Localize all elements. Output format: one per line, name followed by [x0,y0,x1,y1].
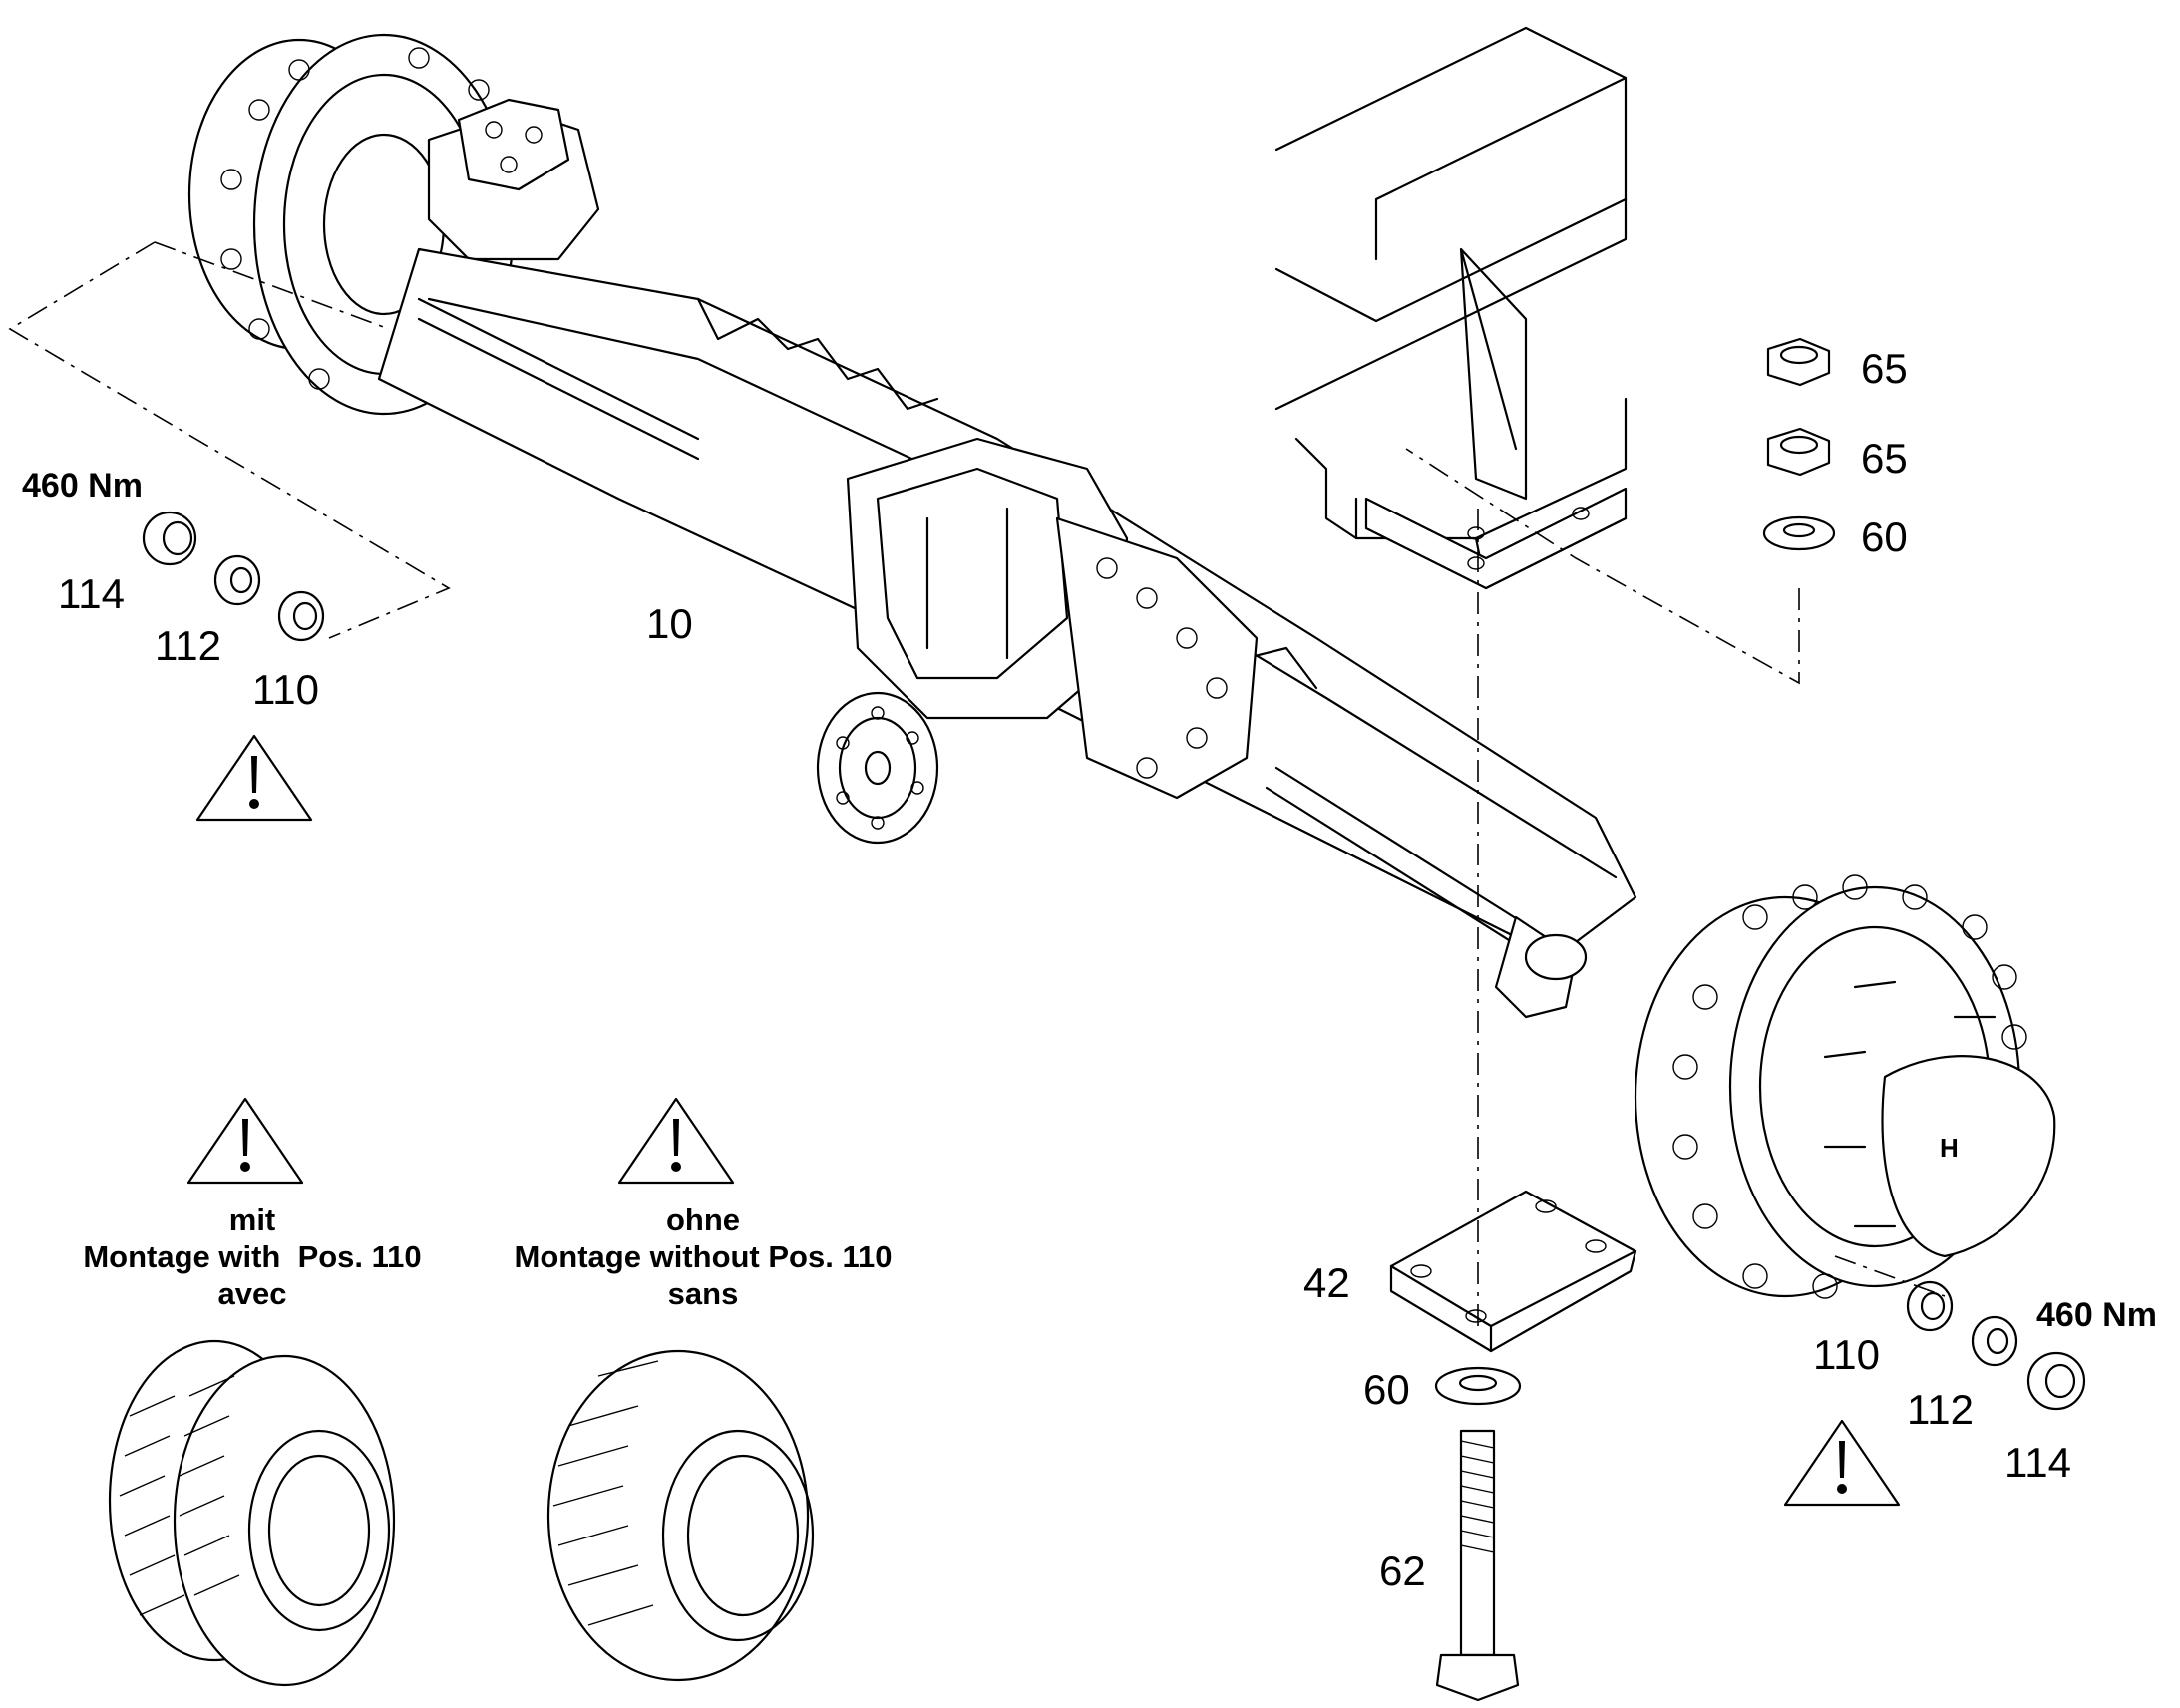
mounting-plate-assembly [1389,1190,1637,1702]
callout-nut-top-1: 65 [1861,345,1908,392]
dual-tire-illustration [108,1339,396,1687]
warning-triangle-icon [186,1097,304,1185]
torque-right: 460 Nm [2036,1296,2157,1334]
svg-text:H: H [1940,1133,1959,1163]
callout-washer-bottom: 60 [1363,1366,1410,1413]
note-without-line1: ohne [665,1202,741,1237]
callout-right-spacer: 110 [1813,1331,1880,1378]
note-with-spacer: mit Montage with Pos. 110 avec [58,1201,447,1312]
single-tire-illustration [546,1349,815,1682]
callout-right-lock-washer: 112 [1907,1386,1974,1433]
note-with-line3: avec [217,1276,287,1311]
callout-axle: 10 [646,600,693,647]
callout-plate: 42 [1303,1259,1350,1306]
warning-triangle-icon [617,1097,735,1185]
axle-housing [377,247,1637,1019]
note-without-line2: Montage without Pos. 110 [514,1239,893,1274]
callout-left-spacer: 110 [252,666,319,713]
callout-left-wheel-nut: 114 [58,570,125,617]
warning-triangle-icon [195,734,313,822]
callout-washer-top: 60 [1861,513,1908,560]
callout-bolt: 62 [1379,1547,1426,1594]
callout-nut-top-2: 65 [1861,435,1908,482]
note-with-line1: mit [228,1202,276,1237]
note-without-line3: sans [667,1276,739,1311]
alignment-lines [8,241,1946,1326]
torque-left: 460 Nm [22,467,143,505]
right-wheel-fasteners [1906,1280,2086,1411]
callout-left-lock-washer: 112 [155,622,221,669]
right-wheel-hub: H [1634,874,2056,1299]
warning-triangle-icon [1783,1419,1901,1507]
note-without-spacer: ohne Montage without Pos. 110 sans [489,1201,917,1312]
note-with-line2: Montage with Pos. 110 [83,1239,422,1274]
chassis-frame [1274,26,1628,590]
top-fasteners [1762,337,1836,551]
left-wheel-fasteners [142,511,325,642]
callout-right-wheel-nut: 114 [2004,1439,2071,1486]
